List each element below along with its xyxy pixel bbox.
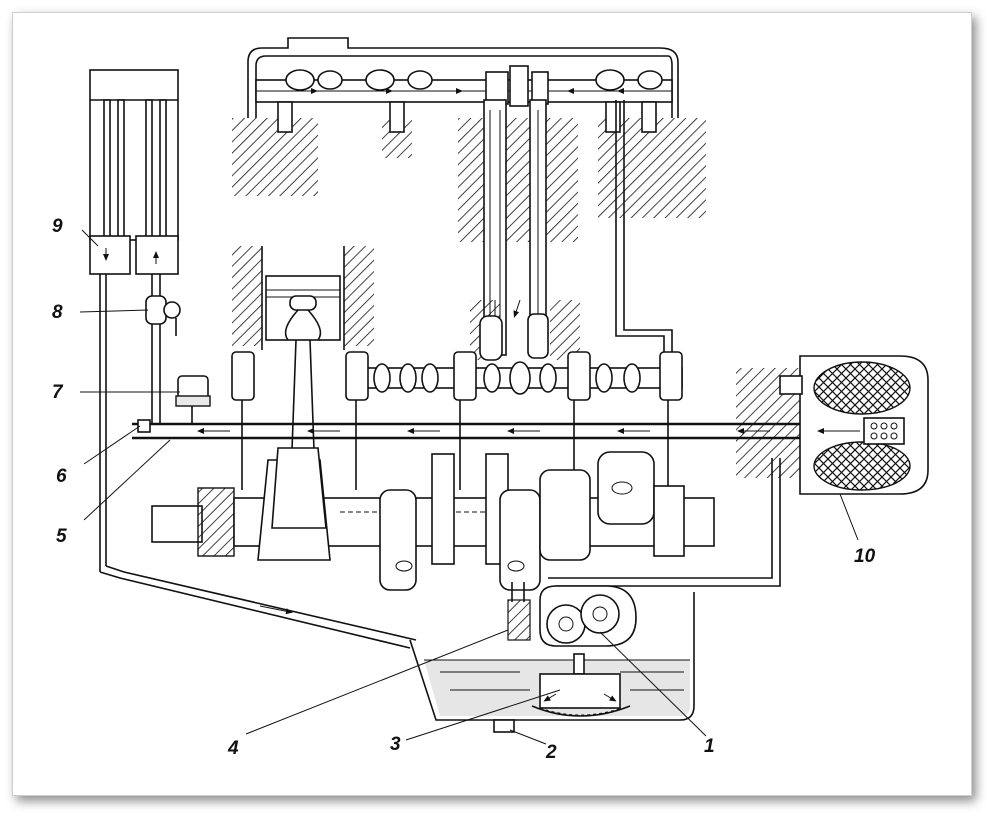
label-4: 4	[227, 738, 239, 759]
timing-gear	[197, 487, 235, 557]
label-3: 3	[390, 734, 401, 755]
cylinder-head	[232, 37, 706, 242]
leader-lines	[79, 229, 859, 745]
label-1: 1	[704, 736, 715, 757]
camshaft	[231, 351, 683, 401]
oil-pickup	[531, 653, 631, 717]
label-9: 9	[52, 216, 63, 237]
crank-webs	[257, 447, 685, 591]
label-7: 7	[52, 382, 64, 403]
main-oil-gallery	[132, 400, 800, 490]
oil-line-to-head	[615, 100, 673, 355]
pump-drive	[507, 582, 531, 641]
cooler-valve	[145, 295, 181, 336]
return-line	[99, 565, 417, 649]
oil-cooler	[89, 69, 179, 572]
oil-pump	[539, 585, 637, 647]
crankshaft	[151, 447, 715, 591]
label-8: 8	[52, 302, 63, 323]
piston	[265, 275, 341, 451]
pushrods	[470, 99, 580, 361]
drain-plug	[493, 719, 515, 733]
label-6: 6	[56, 466, 67, 487]
callout-labels: 9 8 7 6 5 4 3 2 1 10	[52, 216, 876, 763]
label-5: 5	[56, 526, 67, 547]
cylinder-block	[232, 246, 374, 350]
rocker-supports	[285, 65, 663, 107]
pressure-sensor	[175, 375, 211, 424]
label-10: 10	[854, 546, 876, 567]
relief-valve	[137, 419, 151, 433]
label-2: 2	[545, 742, 557, 763]
